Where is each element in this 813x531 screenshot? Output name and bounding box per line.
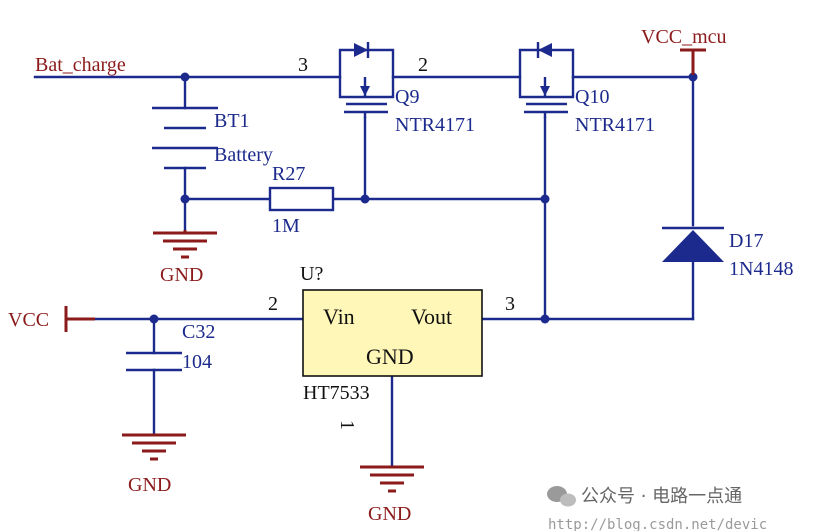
capacitor-symbol-icon (126, 351, 182, 372)
watermark-url: http://blog.csdn.net/devic (548, 517, 767, 531)
wires (33, 75, 695, 467)
diode-ref: D17 (729, 230, 763, 252)
vcc-mcu-port-icon (680, 48, 706, 75)
net-label-bat-charge: Bat_charge (35, 54, 126, 76)
capacitor-ref: C32 (182, 321, 215, 343)
regulator-pin-vout-label: Vout (411, 304, 452, 329)
watermark-text: 公众号 · 电路一点通 (581, 486, 742, 507)
battery-ref: BT1 (214, 110, 250, 132)
q10-mosfet-icon (518, 42, 575, 118)
regulator-ref: U? (300, 263, 323, 285)
ground-icon-battery (153, 230, 217, 259)
regulator-pin-vin-num: 2 (268, 293, 278, 315)
junction-dots (149, 72, 698, 324)
capacitor-value: 104 (182, 351, 212, 373)
battery-value: Battery (214, 144, 273, 166)
regulator-pin-gnd-label: GND (366, 344, 414, 369)
q10-ref: Q10 (575, 86, 609, 108)
net-label-vcc-mcu: VCC_mcu (641, 26, 727, 48)
regulator-pin-vout-num: 3 (505, 293, 515, 315)
regulator-pin-gnd-num: 1 (336, 420, 358, 430)
resistor-body-icon (268, 186, 335, 212)
resistor-ref: R27 (272, 163, 305, 185)
vcc-port-icon (64, 306, 95, 332)
q9-ref: Q9 (395, 86, 419, 108)
q9-pin-drain: 2 (418, 54, 428, 76)
gnd-label-capacitor: GND (128, 474, 171, 496)
gnd-label-regulator: GND (368, 503, 411, 525)
regulator-part: HT7533 (303, 382, 370, 404)
diode-part: 1N4148 (729, 258, 793, 280)
net-label-vcc: VCC (8, 309, 49, 331)
diode-symbol-icon (662, 226, 724, 262)
ground-icon-regulator (360, 465, 424, 493)
regulator-body (302, 289, 483, 377)
regulator-pin-vin-label: Vin (323, 304, 355, 329)
gnd-label-battery: GND (160, 264, 203, 286)
q10-part: NTR4171 (575, 114, 655, 136)
wechat-logo-icon (547, 486, 576, 507)
ground-icon-capacitor (122, 433, 186, 461)
resistor-value: 1M (272, 215, 300, 237)
q9-pin-source: 3 (298, 54, 308, 76)
battery-symbol-icon (152, 106, 218, 170)
q9-mosfet-icon (338, 42, 395, 118)
q9-part: NTR4171 (395, 114, 475, 136)
